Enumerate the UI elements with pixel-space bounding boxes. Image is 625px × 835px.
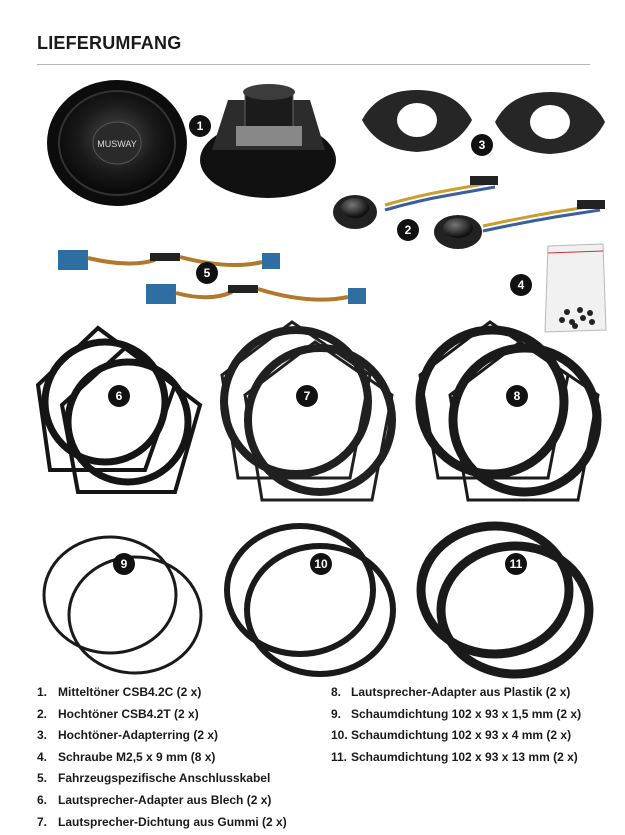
badge-3: 3 xyxy=(471,134,493,156)
metal-adapters xyxy=(35,325,203,494)
list-item-number: 8. xyxy=(331,685,342,699)
list-item-number: 11. xyxy=(331,749,348,764)
midrange-speaker-back xyxy=(200,84,336,198)
list-item: 1. Mitteltöner CSB4.2C (2 x) xyxy=(37,682,287,704)
badge-5: 5 xyxy=(196,262,218,284)
badge-10: 10 xyxy=(310,553,332,575)
speaker-brand-logo: MUSWAY xyxy=(97,139,137,149)
list-item-number: 3. xyxy=(37,728,48,743)
list-item: 4. Schraube M2,5 x 9 mm (8 x) xyxy=(37,747,287,769)
foam-seal-thick xyxy=(416,521,594,679)
list-item-text: Fahrzeugspezifische Anschlusskabel xyxy=(58,771,271,786)
list-item: 10.Schaumdichtung 102 x 93 x 4 mm (2 x) xyxy=(331,725,581,747)
list-item: 3. Hochtöner-Adapterring (2 x) xyxy=(37,725,287,747)
badge-4: 4 xyxy=(510,274,532,296)
rubber-seals xyxy=(220,320,396,502)
list-item-text: Hochtöner-Adapterring (2 x) xyxy=(58,728,219,743)
list-item-text: Schaumdichtung 102 x 93 x 1,5 mm (2 x) xyxy=(351,706,582,721)
list-item-number: 6. xyxy=(37,792,48,807)
badge-1: 1 xyxy=(189,115,211,137)
screw-bag xyxy=(544,243,607,333)
foam-seal-medium xyxy=(224,523,396,677)
list-item-number: 10. xyxy=(331,728,348,743)
list-item-text: Schaumdichtung 102 x 93 x 4 mm (2 x) xyxy=(351,728,572,743)
badge-6: 6 xyxy=(108,385,130,407)
list-item-text: Mitteltöner CSB4.2C (2 x) xyxy=(58,685,202,699)
badge-11: 11 xyxy=(505,553,527,575)
list-item: 6. Lautsprecher-Adapter aus Blech (2 x) xyxy=(37,790,287,812)
list-item: 9. Schaumdichtung 102 x 93 x 1,5 mm (2 x) xyxy=(331,704,581,726)
list-item-number: 5. xyxy=(37,771,48,786)
list-item: 11.Schaumdichtung 102 x 93 x 13 mm (2 x) xyxy=(331,747,581,769)
list-item-text: Schraube M2,5 x 9 mm (8 x) xyxy=(58,749,216,764)
midrange-speaker-front: MUSWAY xyxy=(47,80,187,206)
foam-seal-thin xyxy=(42,535,203,675)
badge-2: 2 xyxy=(397,219,419,241)
list-item-text: Lautsprecher-Dichtung aus Gummi (2 x) xyxy=(58,814,287,829)
list-item-number: 7. xyxy=(37,814,48,829)
list-item-number: 1. xyxy=(37,685,48,699)
plastic-adapters xyxy=(415,320,602,502)
parts-list-left: 1. Mitteltöner CSB4.2C (2 x) 2. Hochtöner … xyxy=(37,682,287,833)
list-item: 2. Hochtöner CSB4.2T (2 x) xyxy=(37,704,287,726)
list-item-number: 2. xyxy=(37,706,48,721)
badge-9: 9 xyxy=(113,553,135,575)
list-item-text: Lautsprecher-Adapter aus Blech (2 x) xyxy=(58,792,272,807)
list-item-text: Hochtöner CSB4.2T (2 x) xyxy=(58,706,199,721)
list-item: 5. Fahrzeugspezifische Anschlusskabel xyxy=(37,768,287,790)
vehicle-cables xyxy=(58,250,366,304)
list-item-number: 9. xyxy=(331,706,342,721)
list-item: 7. Lautsprecher-Dichtung aus Gummi (2 x) xyxy=(37,812,287,834)
list-item-text: Lautsprecher-Adapter aus Plastik (2 x) xyxy=(351,685,571,699)
parts-list-right: 8. Lautsprecher-Adapter aus Plastik (2 x)… xyxy=(331,682,581,768)
list-item-text: Schaumdichtung 102 x 93 x 13 mm (2 x) xyxy=(351,749,578,764)
tweeters xyxy=(333,176,605,249)
page-title: LIEFERUMFANG xyxy=(37,33,182,53)
list-item-number: 4. xyxy=(37,749,48,764)
list-item: 8. Lautsprecher-Adapter aus Plastik (2 x) xyxy=(331,682,581,704)
title-divider xyxy=(37,64,590,65)
badge-8: 8 xyxy=(506,385,528,407)
badge-7: 7 xyxy=(296,385,318,407)
tweeter-adapter-rings xyxy=(362,90,605,154)
